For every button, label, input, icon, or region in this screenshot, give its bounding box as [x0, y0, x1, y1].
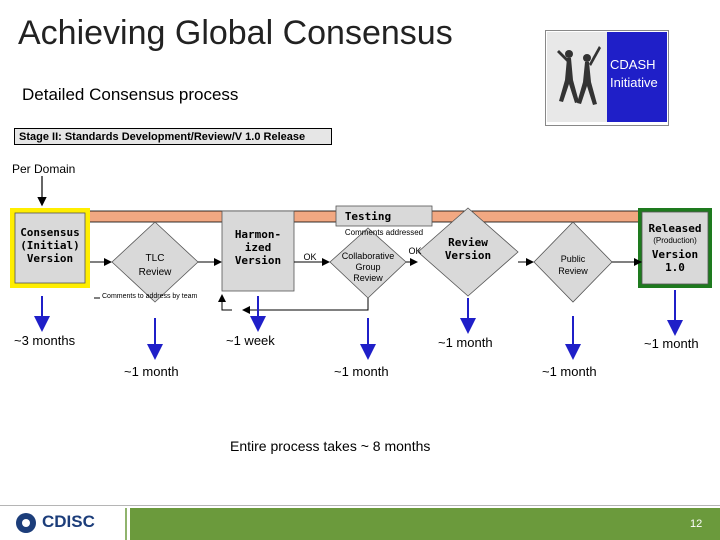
- ok-label-1: OK: [303, 252, 317, 262]
- comments-team-label: Comments to address by team: [102, 293, 198, 300]
- consensus-box: [14, 212, 86, 284]
- public-diamond: [533, 221, 613, 303]
- duration-public: ~1 month: [542, 364, 597, 379]
- consensus-label: Consensus(Initial)Version: [20, 226, 80, 265]
- review-diamond: [417, 207, 519, 297]
- page-title: Achieving Global Consensus: [18, 14, 453, 52]
- ok-label-2: OK: [408, 246, 422, 256]
- duration-collab: ~1 month: [334, 364, 389, 379]
- duration-consensus: ~3 months: [14, 333, 76, 348]
- logo-line-1: CDASH: [610, 57, 656, 72]
- duration-released: ~1 month: [644, 336, 699, 351]
- harmonized-box: [221, 210, 295, 292]
- per-domain-label: Per Domain: [12, 162, 76, 176]
- duration-review: ~1 month: [438, 335, 493, 350]
- page-number: 12: [690, 518, 703, 530]
- total-duration: Entire process takes ~ 8 months: [230, 438, 431, 454]
- testing-label: Testing: [344, 210, 392, 223]
- released-box: [641, 211, 709, 285]
- duration-harmonized: ~1 week: [226, 333, 275, 348]
- released-label: Released: [648, 222, 702, 235]
- tlc-diamond: [111, 221, 199, 303]
- page-subtitle: Detailed Consensus process: [22, 85, 239, 104]
- cdisc-logo-icon: [16, 513, 36, 533]
- runners-image: [547, 32, 607, 122]
- production-label: (Production): [653, 236, 697, 245]
- cdisc-brand: CDISC: [42, 512, 95, 531]
- testing-box: [335, 205, 433, 227]
- cdash-initiative-label: CDASH Initiative: [607, 32, 667, 122]
- stage-bar: Stage II: Standards Development/Review/V…: [14, 128, 332, 145]
- logo-line-2: Initiative: [610, 75, 658, 90]
- duration-tlc: ~1 month: [124, 364, 179, 379]
- footer-bar: [130, 508, 720, 540]
- comments-addressed-label: Comments addressed: [344, 228, 424, 237]
